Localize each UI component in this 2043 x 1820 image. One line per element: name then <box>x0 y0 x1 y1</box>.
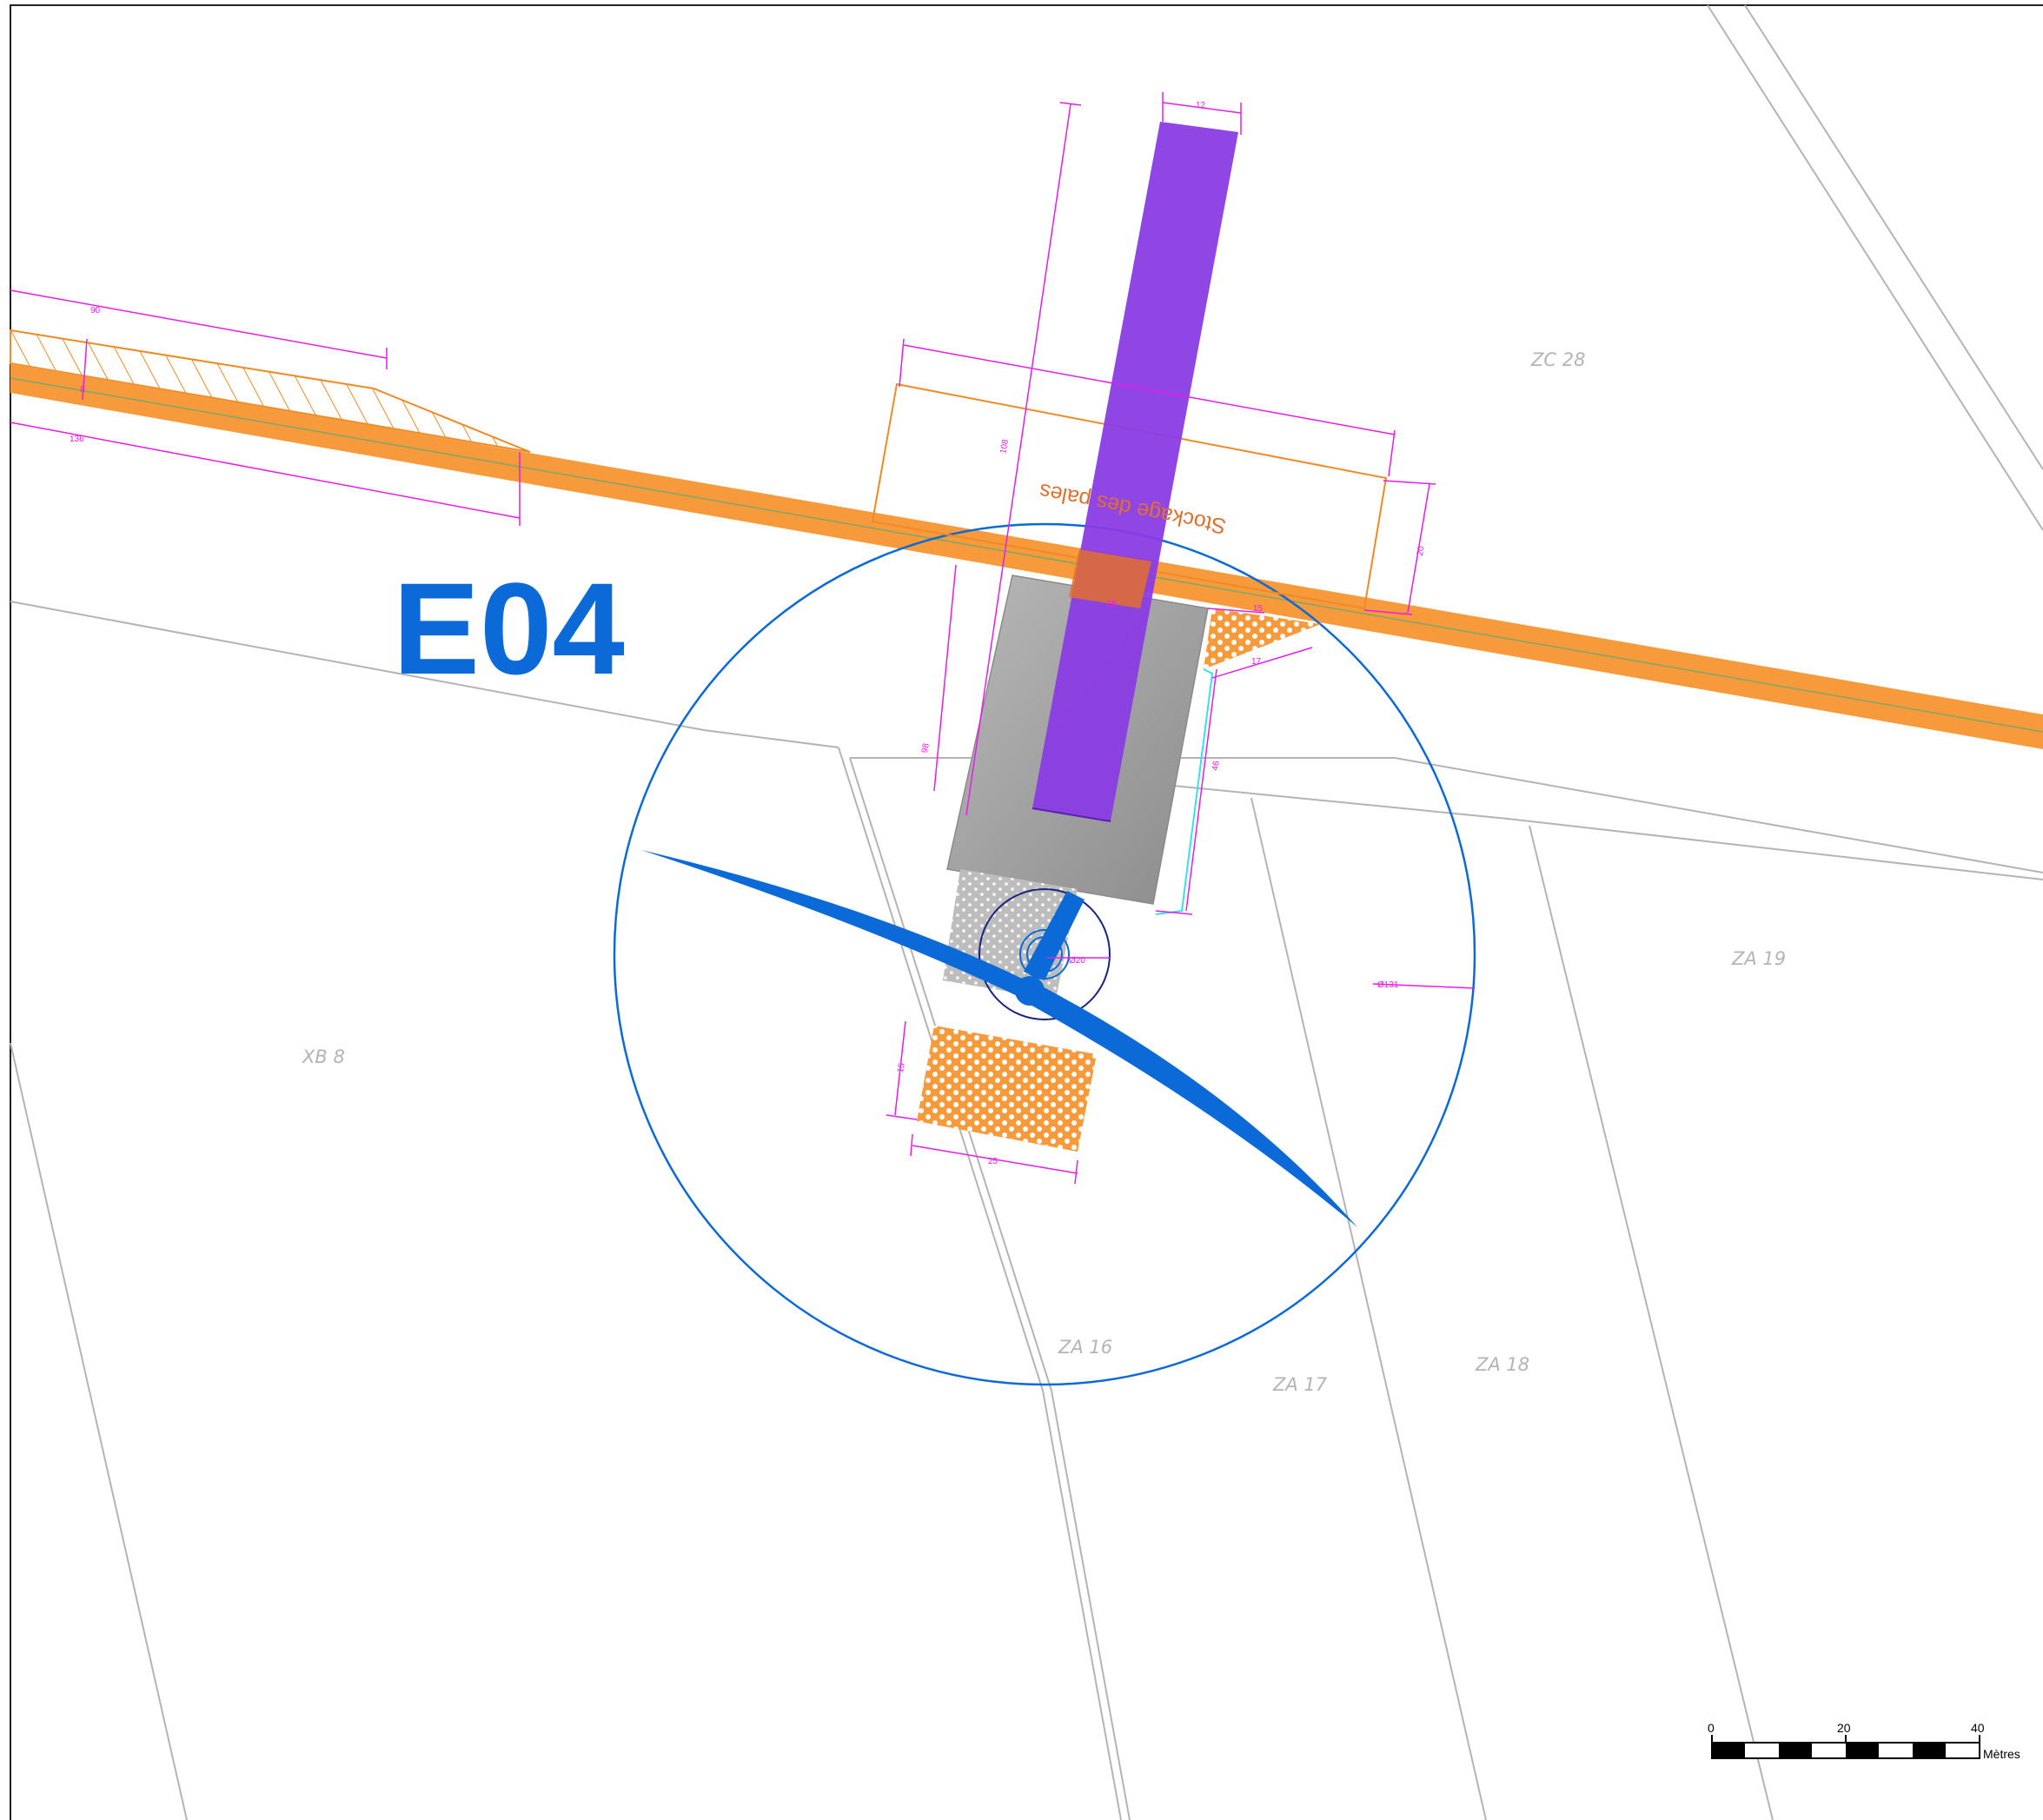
parcel-label: ZA 18 <box>1475 1354 1529 1375</box>
dim-road-hatch-length: 90 <box>90 306 101 316</box>
scale-unit: Mètres <box>1983 1747 2020 1761</box>
dim-foundation-diameter: Ø20 <box>1069 956 1085 966</box>
rotor-hub <box>1015 976 1045 1006</box>
access-triangle-fill <box>1204 608 1321 669</box>
parcel-label: XB 8 <box>302 1046 345 1067</box>
blade-up <box>1024 891 1085 980</box>
dimension-lines <box>10 92 1476 1185</box>
scale-tick-40: 40 <box>1971 1721 1985 1735</box>
dim-crane-pad-width: 12 <box>1196 101 1206 110</box>
blade-right <box>1021 982 1357 1227</box>
dim-storage-width: 20 <box>1416 545 1427 556</box>
dim-platform-length: 98 <box>920 742 932 754</box>
crane-pad <box>1032 122 1238 821</box>
road-widening-hatch <box>10 329 531 453</box>
access-road <box>10 363 2043 749</box>
rotor-overflight-circle <box>613 522 1476 1386</box>
blade-left <box>641 850 1030 998</box>
scale-bar: 0 20 40 Mètres <box>1708 1721 2020 1761</box>
parcel-label: ZA 17 <box>1272 1374 1328 1395</box>
parcel-label: ZA 16 <box>1058 1337 1112 1358</box>
scale-tick-20: 20 <box>1837 1721 1851 1735</box>
dim-access-length: 46 <box>1211 760 1222 771</box>
foundation-circle <box>978 888 1111 1020</box>
scale-tick-0: 0 <box>1708 1721 1715 1735</box>
dim-platform-width: 35 <box>1107 600 1118 609</box>
dim-access-top-width: 15 <box>1253 604 1264 614</box>
blade-storage-area <box>871 382 1388 610</box>
temporary-storage-area <box>917 1026 1097 1152</box>
parcel-label: ZA 19 <box>1731 948 1786 969</box>
turbine-rotor-icon <box>641 850 1357 1227</box>
road-centerline <box>10 377 2043 733</box>
dim-crane-pad-length: 108 <box>998 438 1011 455</box>
crane-pad-overlap <box>1069 549 1151 608</box>
parcel-label: ZC 28 <box>1530 349 1585 370</box>
parcel-boundaries <box>10 4 2043 1820</box>
turbine-id-label: E04 <box>393 555 625 701</box>
dim-temp-area-width: 15 <box>896 1062 907 1073</box>
dim-rotor-diameter: Ø131 <box>1377 980 1399 990</box>
dim-temp-area-length: 25 <box>988 1157 998 1166</box>
dim-road-length: 136 <box>70 435 84 444</box>
dim-road-hatch-width: 8 <box>80 385 85 395</box>
dim-access-side-width: 17 <box>1251 657 1262 667</box>
